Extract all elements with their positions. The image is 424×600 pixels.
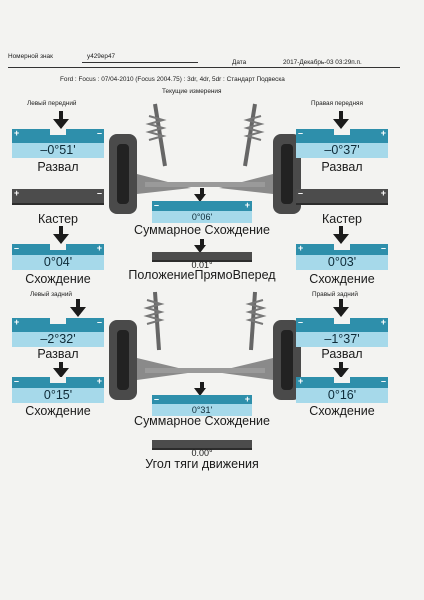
rear-right-toe-label: Схождение [309,404,375,418]
rear-right-camber-value: –1°37' [296,332,388,347]
front-right-toe-label: Схождение [309,272,375,286]
straight-ahead-arrow-icon [194,245,206,253]
thrust-angle-gauge [152,440,252,450]
front-suspension-illustration [109,103,301,214]
rear-right-toe-value: 0°16' [296,388,388,403]
front-right-toe-arrow-icon [333,234,349,244]
rear-right-toe-arrow-icon [333,368,349,378]
front-right-title: Правая передняя [311,100,363,107]
straight-ahead-label: ПоложениеПрямоВперед [128,268,276,282]
front-right-camber-arrow-icon [333,119,349,129]
rear-left-camber-value: –2°32' [12,332,104,347]
front-right-caster-label: Кастер [322,212,362,226]
rear-left-title: Левый задний [30,291,72,298]
front-right-camber-value: –0°37' [296,143,388,158]
front-left-toe-arrow-icon [53,234,69,244]
front-right-caster-gauge: –+ [296,188,388,205]
rear-left-camber-label: Развал [37,347,79,361]
rear-total-toe-arrow-icon [194,388,206,396]
front-left-caster-gauge: +– [12,188,104,205]
front-left-toe-label: Схождение [25,272,91,286]
front-total-toe-label: Суммарное Схождение [134,223,270,237]
rear-left-toe-value: 0°15' [12,388,104,403]
rear-total-toe-value: 0°31' [152,404,252,416]
front-right-toe-value: 0°03' [296,255,388,270]
rear-left-toe-arrow-icon [53,368,69,378]
rear-total-toe-label: Суммарное Схождение [134,414,270,428]
front-right-camber-label: Развал [321,160,363,174]
rear-right-camber-label: Развал [321,347,363,361]
front-left-caster-label: Кастер [38,212,78,226]
front-left-toe-value: 0°04' [12,255,104,270]
front-left-camber-label: Развал [37,160,79,174]
rear-suspension-illustration [109,291,301,400]
rear-right-title: Правый задний [312,291,358,298]
thrust-angle-label: Угол тяги движения [145,457,259,471]
front-total-toe-value: 0°06' [152,211,252,223]
section-title: Текущие измерения [162,88,222,95]
front-left-camber-value: –0°51' [12,143,104,158]
rear-left-camber-arrow-icon [70,307,86,317]
date-value: 2017-Декабрь-03 03:29п.п. [283,59,362,66]
rear-right-camber-arrow-icon [333,307,349,317]
total-toe-front-arrow-icon [194,194,206,202]
thrust-angle-value: 0.00° [191,448,213,458]
straight-ahead-value: 0.01° [191,260,213,270]
front-left-camber-arrow-icon [53,119,69,129]
vehicle-info: Ford : Focus : 07/04-2010 (Focus 2004.75… [60,76,285,83]
front-left-title: Левый передний [27,100,77,107]
date-label: Дата [232,59,247,66]
straight-ahead-gauge [152,252,252,262]
plate-value: у429ер47 [87,53,116,60]
rear-left-toe-label: Схождение [25,404,91,418]
plate-label: Номерной знак [8,53,53,60]
